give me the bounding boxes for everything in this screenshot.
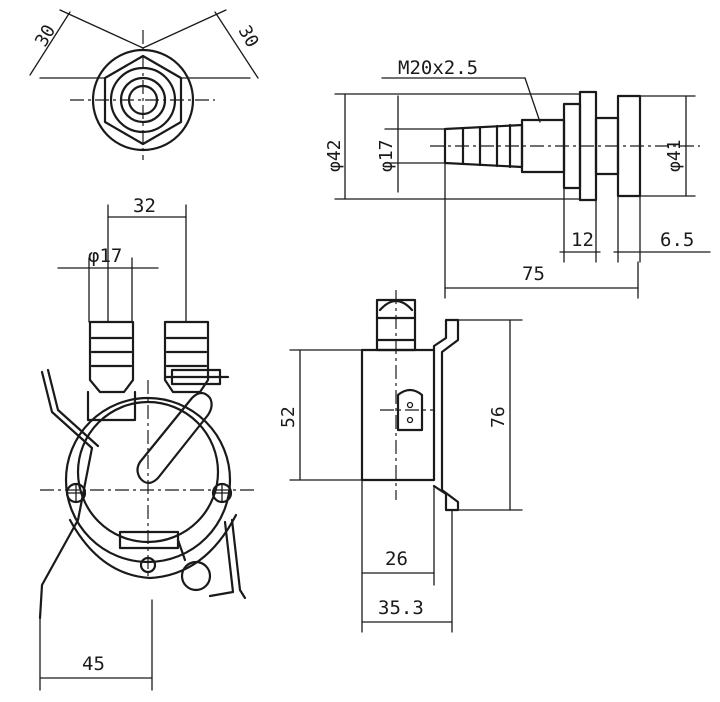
- front-32-label: 32: [133, 195, 156, 217]
- front-45-label: 45: [82, 653, 105, 675]
- front-dia-17-label: φ17: [88, 245, 122, 267]
- side-len-6-5-label: 6.5: [660, 229, 694, 251]
- right-26-label: 26: [385, 548, 408, 570]
- right-view: 52 76 26 35.3: [278, 290, 523, 633]
- side-len-12-label: 12: [571, 229, 594, 251]
- side-dia-41-label: φ41: [664, 139, 685, 172]
- thread-label: M20x2.5: [398, 57, 478, 79]
- side-view: M20x2.5 φ42 φ17 φ41 12 6.5 75: [324, 57, 711, 299]
- front-view: 32 φ17 45: [38, 195, 255, 691]
- right-52-label: 52: [278, 406, 299, 428]
- side-len-75-label: 75: [522, 263, 545, 285]
- right-76-label: 76: [488, 406, 509, 428]
- side-dia-42-label: φ42: [324, 139, 345, 172]
- right-35-3-label: 35.3: [378, 597, 424, 619]
- top-view: 30 30: [29, 9, 263, 160]
- side-dia-17-label: φ17: [376, 139, 397, 172]
- top-angle-left-label: 30: [31, 21, 60, 50]
